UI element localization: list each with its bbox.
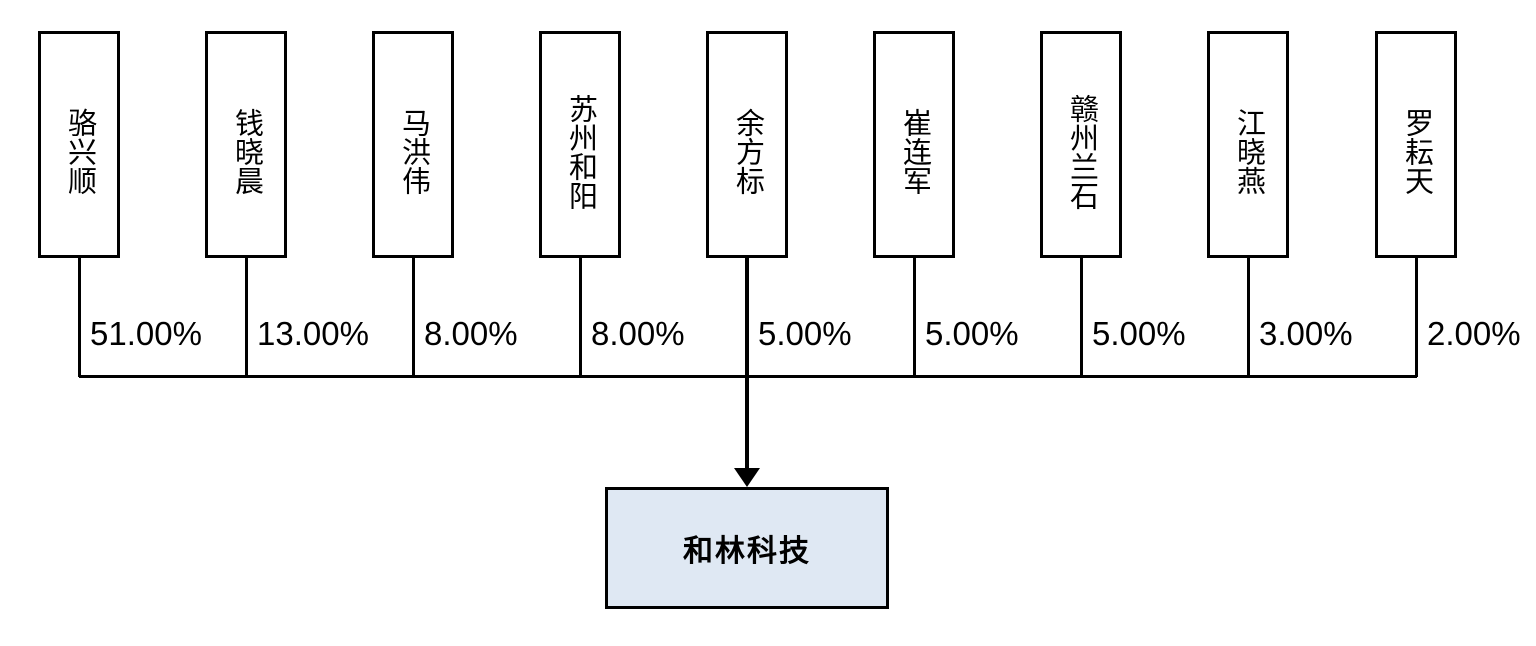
ownership-percentage-label: 2.00% — [1427, 315, 1521, 352]
connector-line — [411, 258, 415, 377]
arrow-down-icon — [734, 468, 760, 487]
ownership-percentage-label: 8.00% — [424, 315, 518, 352]
connector-line — [578, 258, 582, 377]
shareholder-box: 赣州兰石 — [1040, 31, 1122, 258]
company-name: 和林科技 — [683, 535, 811, 568]
ownership-percentage-label: 5.00% — [758, 315, 852, 352]
shareholder-box: 苏州和阳 — [539, 31, 621, 258]
shareholder-box: 崔连军 — [873, 31, 955, 258]
connector-line — [1079, 258, 1083, 377]
company-box: 和林科技 — [605, 487, 889, 609]
ownership-percentage-label: 51.00% — [90, 315, 202, 352]
shareholder-name: 江晓燕 — [1232, 108, 1265, 195]
shareholder-name: 罗耘天 — [1400, 108, 1433, 195]
ownership-percentage-label: 5.00% — [1092, 315, 1186, 352]
shareholder-name: 苏州和阳 — [564, 93, 597, 210]
shareholder-name: 赣州兰石 — [1065, 93, 1098, 210]
connector-line — [77, 258, 81, 377]
ownership-percentage-label: 8.00% — [591, 315, 685, 352]
shareholder-box: 马洪伟 — [372, 31, 454, 258]
shareholder-name: 崔连军 — [898, 108, 931, 195]
shareholder-name: 骆兴顺 — [63, 108, 96, 195]
connector-line — [1414, 258, 1418, 377]
shareholder-box: 钱晓晨 — [205, 31, 287, 258]
connector-line — [912, 258, 916, 377]
ownership-percentage-label: 5.00% — [925, 315, 1019, 352]
connector-line — [244, 258, 248, 377]
shareholder-name: 马洪伟 — [397, 108, 430, 195]
shareholder-box: 江晓燕 — [1207, 31, 1289, 258]
ownership-percentage-label: 3.00% — [1259, 315, 1353, 352]
shareholder-box: 罗耘天 — [1375, 31, 1457, 258]
shareholder-name: 钱晓晨 — [230, 108, 263, 195]
shareholder-box: 骆兴顺 — [38, 31, 120, 258]
connector-line — [1246, 258, 1250, 377]
ownership-percentage-label: 13.00% — [257, 315, 369, 352]
shareholder-name: 余方标 — [731, 108, 764, 195]
shareholder-box: 余方标 — [706, 31, 788, 258]
arrow-shaft — [745, 258, 749, 469]
